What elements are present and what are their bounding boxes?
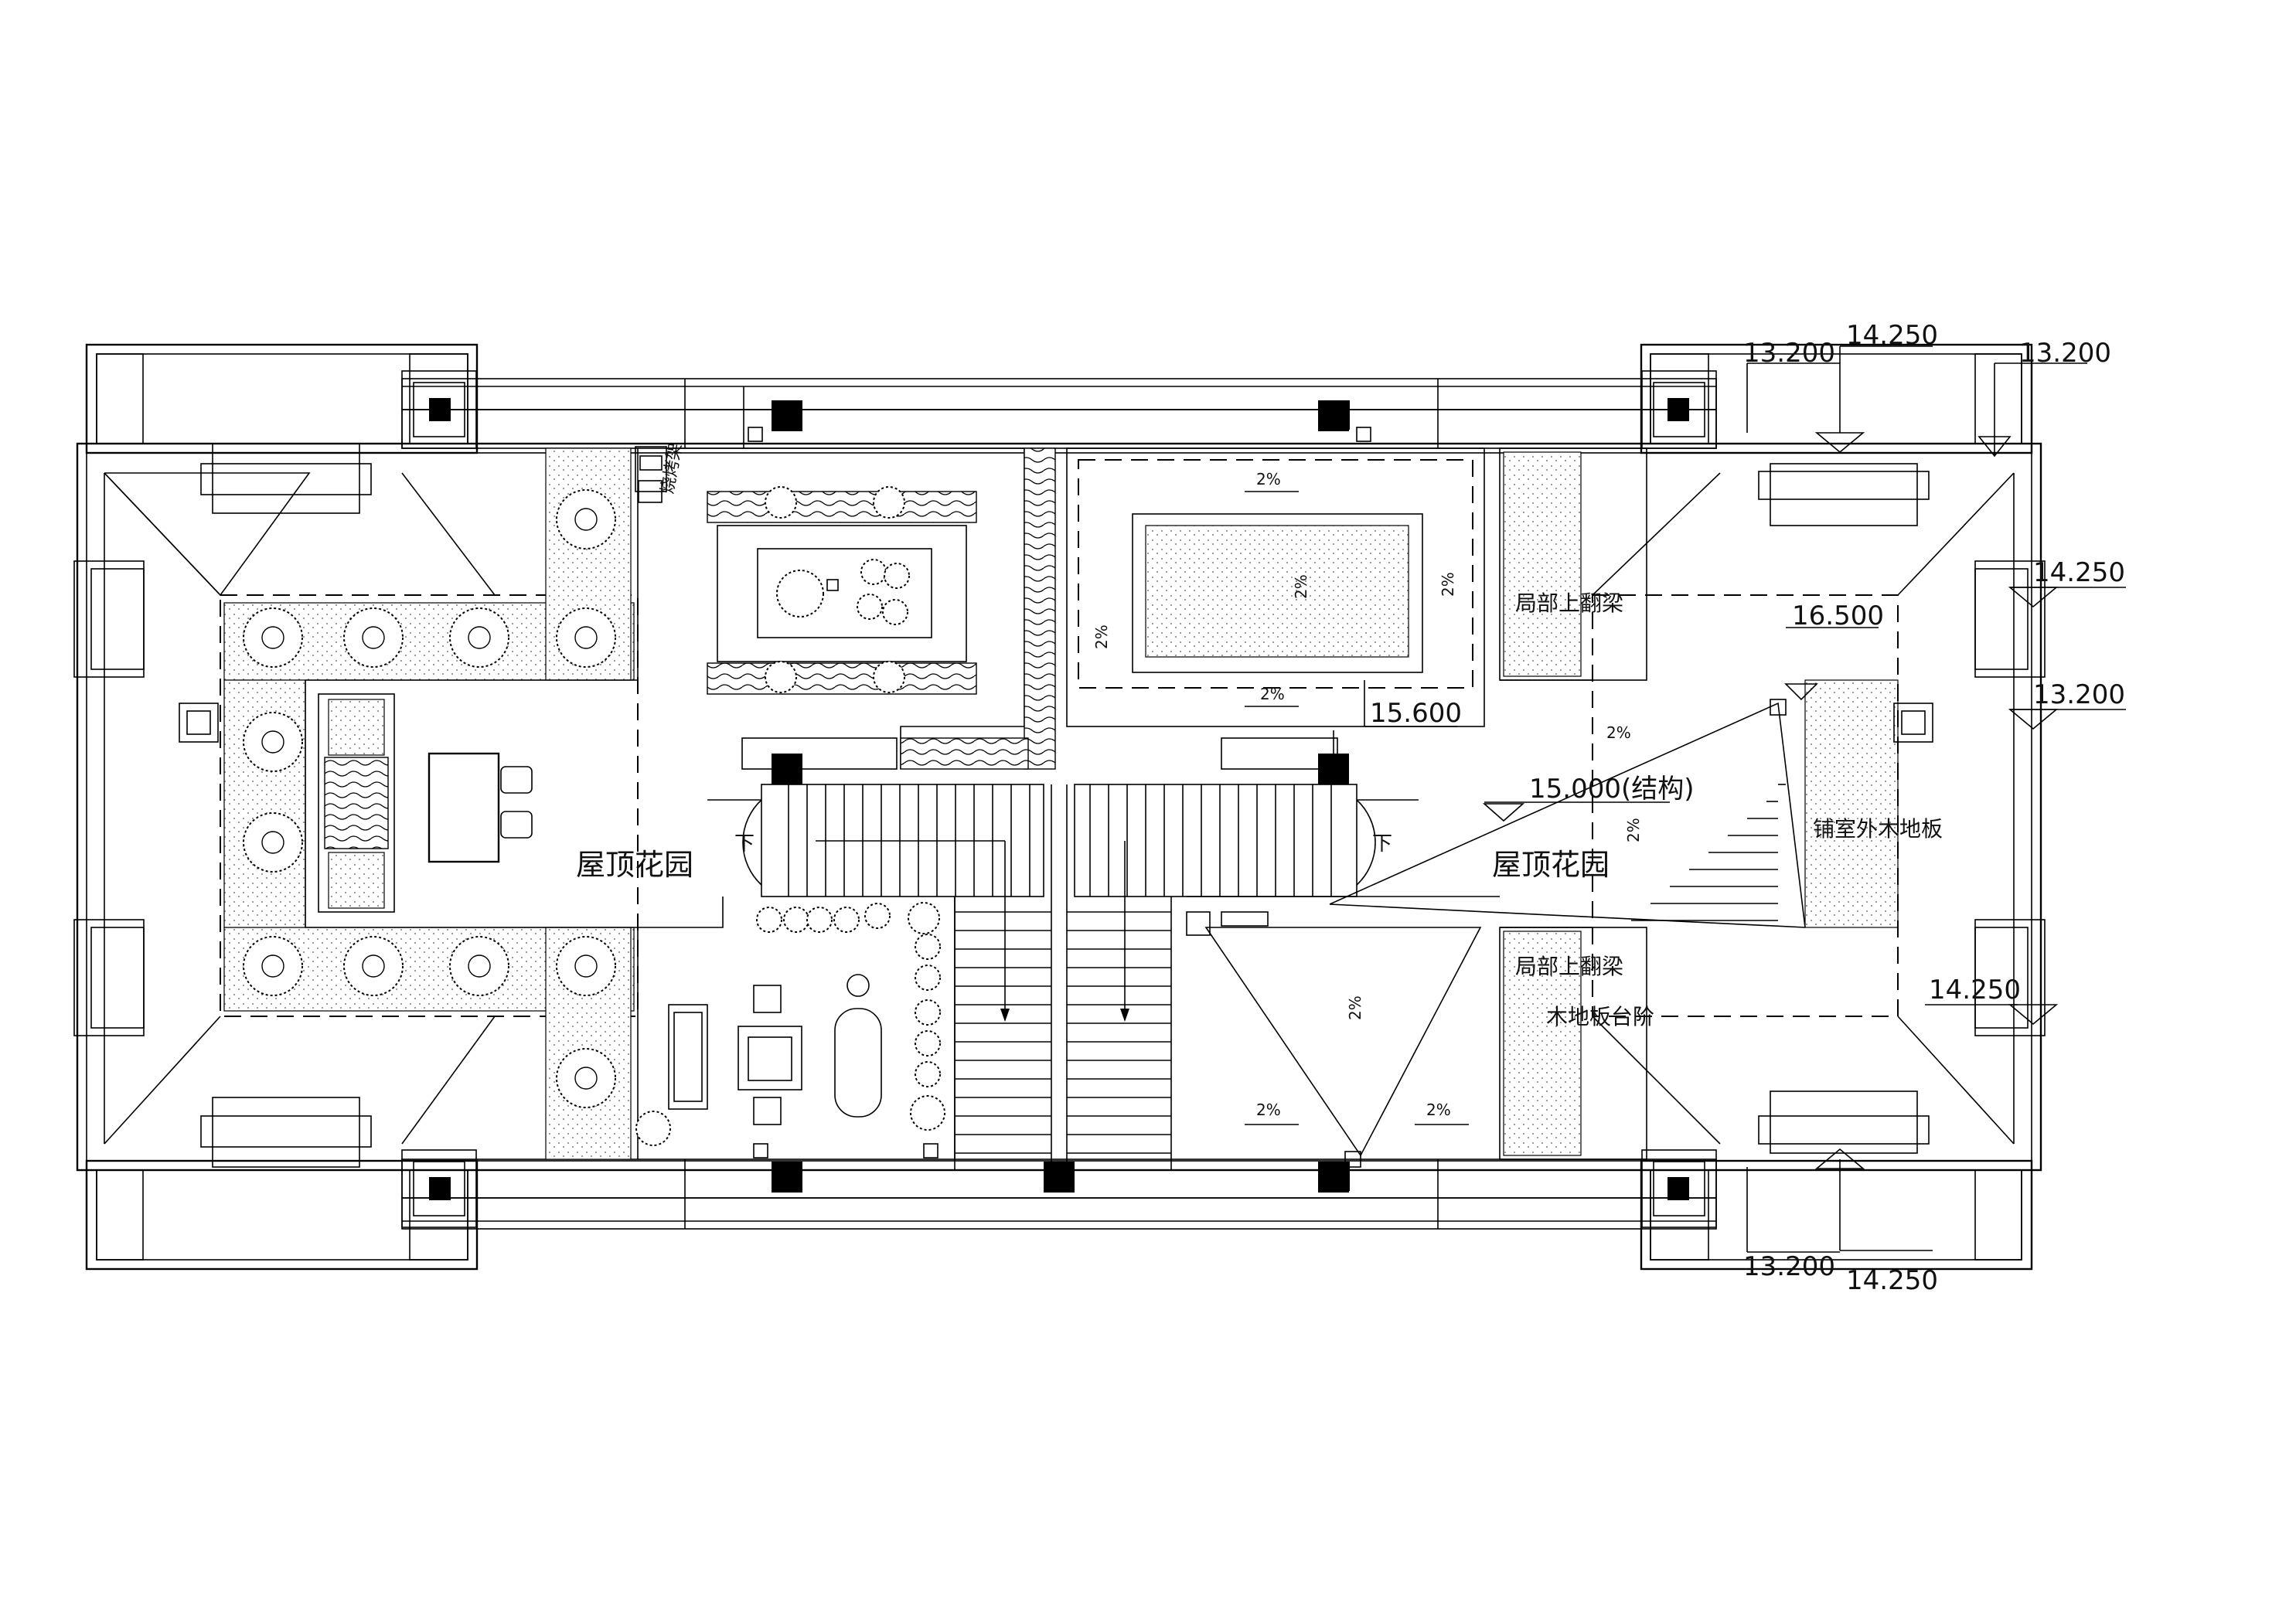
slope-markers: 2% 2% 2% 2% 2% 2% 2% 2% 2% 2%: [1092, 470, 1643, 1125]
svg-text:14.250: 14.250: [1929, 975, 2021, 1005]
lounge-area: [635, 897, 956, 1159]
corner-tower-bottom-left: [85, 1149, 479, 1271]
side-bays: [73, 443, 2046, 1168]
slope-label: 2%: [1624, 818, 1643, 842]
slope-label: 2%: [1346, 995, 1364, 1020]
svg-text:13.200: 13.200: [2033, 679, 2125, 710]
elevation-13200-bottom: 13.200: [1743, 1167, 1840, 1282]
elevation-markers: 13.200 14.250 13.200 14.250 13.200 1: [1364, 320, 2126, 1296]
wood-floor-label: 铺室外木地板: [1813, 816, 1943, 842]
bbq-grill: 烧烤架: [635, 442, 686, 503]
elevation-14250-right-lower: 14.250: [1925, 975, 2059, 1026]
slope-label: 2%: [1292, 574, 1310, 599]
left-roof-garden: [179, 447, 639, 1160]
roof-garden-right-label: 屋顶花园: [1492, 848, 1610, 882]
roof-hips: [104, 472, 2015, 1145]
elevation-14250-right-upper: 14.250: [2008, 557, 2126, 608]
elevation-15600: 15.600: [1364, 680, 1462, 729]
svg-text:14.250: 14.250: [1846, 320, 1938, 351]
down-label-right: 下: [1372, 832, 1392, 856]
plan-labels: 屋顶花园 屋顶花园 局部上翻梁 局部上翻梁 铺室外木地板 木地板台阶: [576, 590, 1943, 1029]
staircases: 下 下: [707, 737, 1419, 1171]
svg-text:13.200: 13.200: [1743, 338, 1835, 369]
structural-columns: [1320, 400, 1350, 1191]
corner-tower-top-left: [85, 343, 479, 454]
svg-text:16.500: 16.500: [1792, 601, 1884, 631]
svg-text:13.200: 13.200: [2019, 338, 2111, 369]
beam-top-label: 局部上翻梁: [1515, 590, 1623, 616]
plant-row-lounge: [635, 902, 945, 1146]
elevation-14250-top: 14.250: [1814, 320, 1938, 454]
wood-steps-label: 木地板台阶: [1546, 1004, 1654, 1029]
corner-tower-top-right: [1640, 343, 2033, 454]
central-garden: [666, 386, 1056, 770]
elevation-13200-right: 13.200: [2008, 679, 2126, 730]
slope-label: 2%: [1439, 572, 1457, 597]
elevation-13200-top-right: 13.200: [1977, 338, 2111, 458]
elevation-14250-bottom: 14.250: [1814, 1148, 1938, 1296]
slope-label: 2%: [1260, 685, 1285, 703]
corner-tower-bottom-right: [1640, 1149, 2033, 1271]
right-roof-area: [772, 400, 1933, 1193]
elevation-15000: 15.000(结构): [1482, 774, 1695, 822]
tree-cluster-left: [243, 489, 616, 1108]
svg-text:15.600: 15.600: [1370, 698, 1462, 729]
svg-text:14.250: 14.250: [1846, 1265, 1938, 1296]
elevation-13200-top-left: 13.200: [1743, 338, 1840, 433]
elevation-16500: 16.500: [1784, 601, 1884, 701]
svg-text:14.250: 14.250: [2033, 557, 2125, 588]
slope-label: 2%: [1256, 470, 1281, 488]
beam-bottom-label: 局部上翻梁: [1515, 954, 1623, 979]
slope-label: 2%: [1606, 723, 1631, 742]
slope-label: 2%: [1256, 1101, 1281, 1119]
svg-text:13.200: 13.200: [1743, 1251, 1835, 1282]
bbq-label: 烧烤架: [658, 442, 686, 495]
down-label-left: 下: [734, 832, 755, 856]
svg-text:15.000(结构): 15.000(结构): [1529, 774, 1695, 805]
slope-label: 2%: [1426, 1101, 1451, 1119]
roof-garden-left-label: 屋顶花园: [576, 848, 693, 882]
slope-label: 2%: [1092, 624, 1111, 649]
